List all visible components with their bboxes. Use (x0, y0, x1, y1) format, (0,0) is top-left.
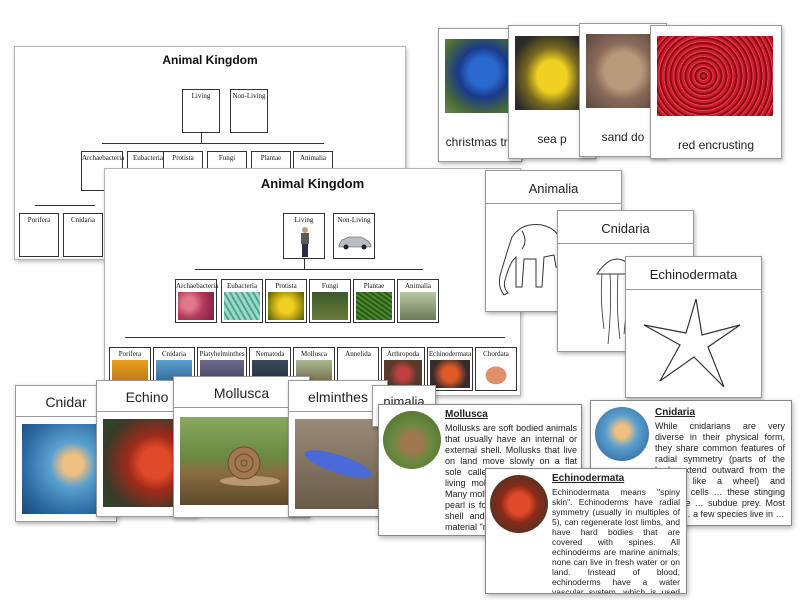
back-box-porifera: Porifera (19, 213, 59, 257)
echinodermata-info-title: Echinodermata (552, 473, 625, 484)
front-box-chordata: Chordata (475, 347, 517, 391)
animalia-card-label: Animalia (528, 181, 579, 196)
fungi-photo (312, 292, 348, 320)
bottom-card-platyhelminthes: elminthes (288, 380, 388, 517)
flatworm-body (301, 444, 375, 484)
back-chart-title: Animal Kingdom (162, 53, 258, 67)
echinodermata-photo (430, 360, 470, 388)
echinodermata-card-label: Echinodermata (649, 267, 738, 282)
car-icon (338, 236, 372, 250)
cnidaria-card-label: Cnidaria (601, 221, 650, 236)
front-box-non-living: Non-Living (333, 213, 375, 259)
bottom-echinodermata-label: Echino (125, 389, 169, 405)
mollusca-snail-photo (180, 417, 302, 505)
cnidaria-info-body: While cnidarians are very diverse in the… (655, 421, 785, 519)
bottom-mollusca-label: Mollusca (213, 385, 270, 401)
christmas-tree-worm-photo (445, 39, 515, 113)
bottom-cnidaria-label: Cnidar (45, 394, 87, 410)
platyhelminthes-flatworm-photo (295, 419, 379, 509)
bottom-platyhelminthes-label: elminthes (308, 389, 368, 405)
chordata-photo (478, 360, 514, 388)
info-card-echinodermata: Echinodermata Echinodermata means "spiny… (485, 468, 687, 594)
person-icon (301, 227, 309, 257)
back-box-living: Living (182, 89, 220, 133)
archaebacteria-photo (178, 292, 214, 320)
front-box-eubacteria: Eubacteria (221, 279, 263, 323)
front-box-animalia: Animalia (397, 279, 439, 323)
snail-shell-icon (220, 446, 280, 486)
animalia-photo (400, 292, 436, 320)
elephant-drawing-icon (498, 224, 563, 296)
cnidaria-circle-photo (595, 407, 649, 461)
mollusca-circle-photo (383, 411, 441, 469)
front-box-archaebacteria: Archaebacteria (175, 279, 218, 323)
protista-photo (268, 292, 304, 320)
front-box-protista: Protista (265, 279, 307, 323)
cnidaria-info-title: Cnidaria (655, 407, 696, 418)
red-encrusting-photo (657, 36, 773, 116)
front-box-fungi: Fungi (309, 279, 351, 323)
sand-dollar-photo (586, 34, 660, 108)
echinodermata-circle-photo (490, 475, 548, 533)
sand-dollar-label: sand do (601, 130, 645, 144)
starfish-drawing-icon (643, 298, 741, 388)
arthropoda-photo (384, 360, 422, 388)
mollusca-info-title: Mollusca (445, 409, 488, 420)
line-card-echinodermata: Echinodermata (625, 256, 762, 398)
front-box-living: Living (283, 213, 325, 259)
sea-pen-photo (515, 36, 589, 110)
front-chart-title: Animal Kingdom (260, 176, 365, 191)
bottom-card-mollusca: Mollusca (173, 376, 310, 518)
front-chart-sheet: Animal Kingdom Living Non-Living Archaeb… (104, 168, 521, 396)
red-encrusting-label: red encrusting (677, 138, 755, 152)
eubacteria-photo (224, 292, 260, 320)
plantae-photo (356, 292, 392, 320)
photo-card-red-encrusting: red encrusting (650, 25, 782, 159)
front-box-plantae: Plantae (353, 279, 395, 323)
front-box-echinodermata: Echinodermata (427, 347, 473, 391)
info-card-cnidaria: Cnidaria While cnidarians are very diver… (590, 400, 792, 526)
echinodermata-info-body: Echinodermata means "spiny skin". Echino… (552, 487, 680, 594)
sea-pen-label: sea p (537, 132, 567, 146)
back-box-cnidaria: Cnidaria (63, 213, 103, 257)
back-box-non-living: Non-Living (230, 89, 268, 133)
christmas-tree-worm-label: christmas tre (445, 135, 515, 149)
